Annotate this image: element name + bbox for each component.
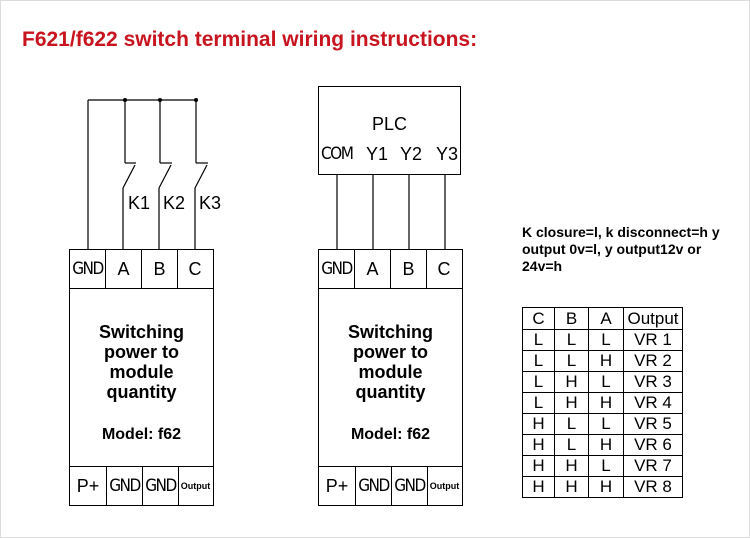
switch-label-k2: K2 xyxy=(163,193,186,213)
header-output: Output xyxy=(623,307,683,330)
top-terminal-row: GND A B C xyxy=(319,250,462,289)
top-terminal-row: GND A B C xyxy=(70,250,213,289)
terminal-gnd: GND xyxy=(143,467,179,505)
table-cell: L xyxy=(522,371,555,393)
table-cell: L xyxy=(554,434,589,456)
module-model: Model: f62 xyxy=(101,426,182,443)
page-title: F621/f622 switch terminal wiring instruc… xyxy=(22,28,478,51)
table-cell: L xyxy=(522,350,555,372)
plc-port-y3: Y3 xyxy=(436,144,459,164)
junction-dot xyxy=(123,98,127,102)
terminal-gnd: GND xyxy=(392,467,428,505)
right-module: GND A B C Switching power to module quan… xyxy=(318,249,463,506)
table-cell: H xyxy=(522,476,555,498)
table-cell: VR 5 xyxy=(623,413,683,435)
junction-dot xyxy=(194,98,198,102)
table-cell: H xyxy=(554,392,589,414)
table-cell: L xyxy=(588,371,624,393)
terminal-a: A xyxy=(355,250,391,288)
header-a: A xyxy=(588,307,624,330)
table-cell: L xyxy=(522,392,555,414)
plc-port-com: COM xyxy=(321,144,354,164)
terminal-a: A xyxy=(106,250,142,288)
table-cell: VR 2 xyxy=(623,350,683,372)
table-cell: H xyxy=(522,434,555,456)
switch-label-k1: K1 xyxy=(128,193,151,213)
terminal-c: C xyxy=(437,258,451,279)
table-cell: VR 3 xyxy=(623,371,683,393)
terminal-p-plus: P+ xyxy=(319,467,356,505)
table-cell: VR 8 xyxy=(623,476,683,498)
table-cell: H xyxy=(588,476,624,498)
terminal-c: C xyxy=(188,258,202,279)
logic-note: K closure=l, k disconnect=h y output 0v=… xyxy=(522,224,720,274)
table-cell: H xyxy=(554,476,589,498)
terminal-gnd: GND xyxy=(107,467,143,505)
bottom-terminal-row: P+ GND GND Output xyxy=(319,466,462,505)
junction-dot xyxy=(158,98,162,102)
table-cell: H xyxy=(588,350,624,372)
terminal-b: B xyxy=(391,250,427,288)
plc-box: PLC COM Y1 Y2 Y3 xyxy=(318,86,461,175)
table-cell: H xyxy=(522,413,555,435)
table-cell: VR 6 xyxy=(623,434,683,456)
terminal-gnd: GND xyxy=(319,250,355,288)
module-model: Model: f62 xyxy=(350,426,431,443)
table-cell: VR 4 xyxy=(623,392,683,414)
terminal-output: Output xyxy=(180,480,211,491)
table-cell: VR 1 xyxy=(623,329,683,351)
terminal-b: B xyxy=(142,250,178,288)
table-cell: L xyxy=(554,350,589,372)
module-description: Switching power to module quantity xyxy=(348,322,433,402)
terminal-gnd: GND xyxy=(356,467,392,505)
table-cell: H xyxy=(554,371,589,393)
bottom-terminal-row: P+ GND GND Output xyxy=(70,466,213,505)
module-description: Switching power to module quantity xyxy=(99,322,184,402)
table-cell: H xyxy=(554,455,589,477)
table-header-row: C B A Output xyxy=(522,307,683,330)
table-cell: VR 7 xyxy=(623,455,683,477)
plc-label: PLC xyxy=(371,114,407,134)
header-b: B xyxy=(554,307,589,330)
plc-port-y1: Y1 xyxy=(366,144,389,164)
left-module: GND A B C Switching power to module quan… xyxy=(69,249,214,506)
plc-port-y2: Y2 xyxy=(400,144,423,164)
header-c: C xyxy=(522,307,555,330)
table-cell: L xyxy=(554,413,589,435)
switch-label-k3: K3 xyxy=(199,193,222,213)
table-cell: L xyxy=(522,329,555,351)
terminal-p-plus: P+ xyxy=(70,467,107,505)
table-cell: H xyxy=(522,455,555,477)
table-cell: H xyxy=(588,392,624,414)
table-cell: L xyxy=(554,329,589,351)
terminal-output: Output xyxy=(429,480,460,491)
table-cell: L xyxy=(588,329,624,351)
table-cell: L xyxy=(588,413,624,435)
table-cell: H xyxy=(588,434,624,456)
table-cell: L xyxy=(588,455,624,477)
terminal-gnd: GND xyxy=(70,250,106,288)
